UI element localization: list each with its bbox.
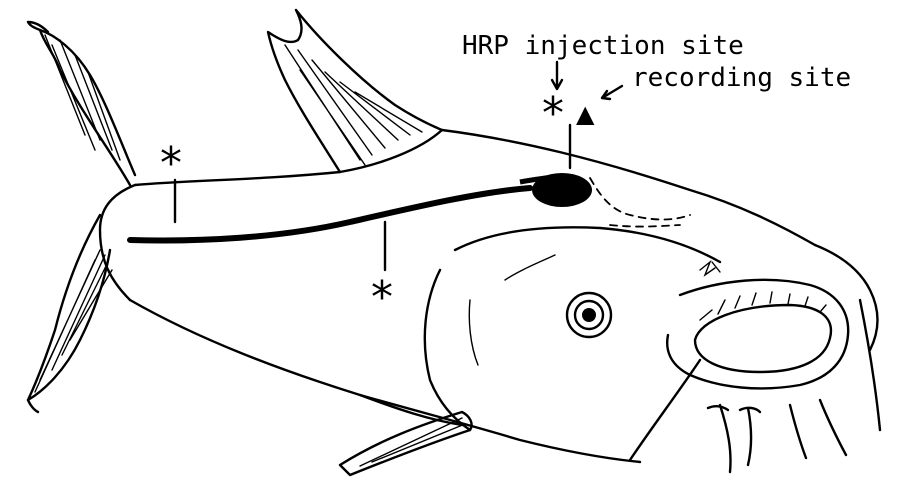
barbels bbox=[630, 300, 880, 472]
tail-asterisk: * bbox=[160, 138, 182, 189]
tail-fin bbox=[28, 30, 135, 400]
injection-asterisk: * bbox=[542, 88, 564, 139]
hrp-injection-label: HRP injection site bbox=[462, 31, 744, 61]
lateral-nerve bbox=[130, 188, 530, 240]
recording-site-label: recording site bbox=[632, 63, 851, 93]
body-asterisk: * bbox=[371, 272, 393, 323]
eye bbox=[567, 293, 611, 337]
hrp-arrow bbox=[552, 62, 562, 89]
recording-arrow bbox=[602, 86, 622, 99]
recording-triangle: ▲ bbox=[576, 100, 595, 128]
